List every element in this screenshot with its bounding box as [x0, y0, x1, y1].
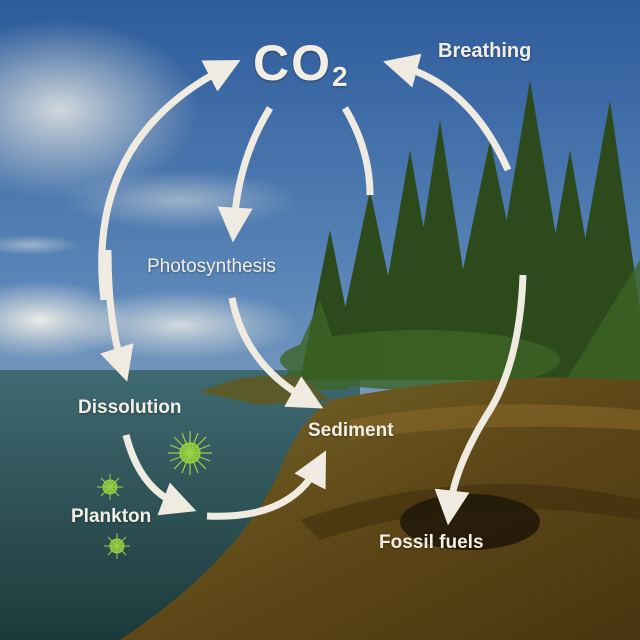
plankton-icon — [168, 431, 212, 475]
photosynthesis-label: Photosynthesis — [147, 256, 276, 277]
dissolution-label: Dissolution — [78, 397, 182, 418]
arrow-plankton-to-sediment — [206, 450, 327, 520]
arrow-co2-to-photosynthesis — [217, 106, 273, 243]
arrow-breathing-to-co2 — [383, 53, 512, 172]
co2-text: CO — [253, 35, 332, 91]
arrow-co2-right-arc — [341, 106, 374, 196]
fossil-fuels-label: Fossil fuels — [379, 532, 484, 553]
arrow-dissolution-to-plankton — [122, 434, 197, 516]
co2-subscript: 2 — [332, 61, 350, 92]
breathing-label: Breathing — [438, 40, 532, 62]
plankton-icon — [104, 533, 130, 559]
arrow-forest-to-fossil-fuels — [434, 274, 527, 526]
arrow-co2-to-dissolution — [100, 249, 134, 382]
sediment-label: Sediment — [308, 420, 394, 441]
plankton-label: Plankton — [71, 506, 152, 527]
arrow-photosynthesis-to-sediment — [228, 297, 324, 409]
co2-label: CO2 — [253, 34, 350, 93]
arrow-dissolution-to-co2 — [98, 59, 241, 301]
plankton-icon — [97, 474, 123, 500]
